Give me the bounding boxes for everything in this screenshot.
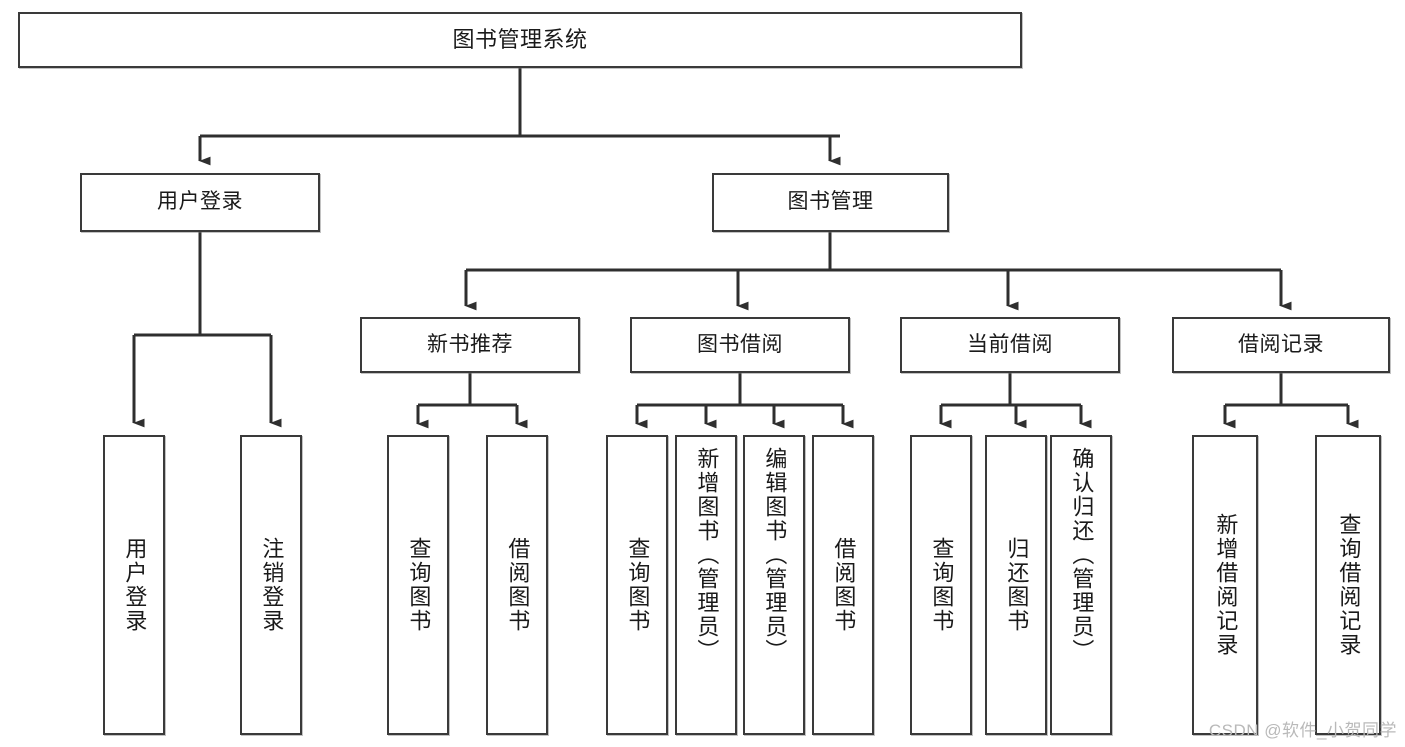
leaf-add-book-admin[interactable]: 新增图书（管理员）: [675, 435, 737, 735]
node-current-borrow[interactable]: 当前借阅: [900, 317, 1120, 373]
node-root-label: 图书管理系统: [452, 26, 588, 52]
leaf-return-book-label: 归还图书: [1004, 537, 1030, 633]
node-current-borrow-label: 当前借阅: [967, 332, 1053, 356]
node-root[interactable]: 图书管理系统: [18, 12, 1022, 68]
leaf-current-query-book-label: 查询图书: [929, 537, 955, 633]
leaf-edit-book-admin[interactable]: 编辑图书（管理员）: [743, 435, 805, 735]
leaf-add-book-admin-label: 新增图书（管理员）: [694, 447, 720, 663]
leaf-user-logout-label: 注销登录: [259, 537, 285, 633]
leaf-user-login[interactable]: 用户登录: [103, 435, 165, 735]
leaf-borrow-query-book[interactable]: 查询图书: [606, 435, 668, 735]
leaf-new-book-query[interactable]: 查询图书: [387, 435, 449, 735]
node-new-book-recommend[interactable]: 新书推荐: [360, 317, 580, 373]
leaf-query-borrow-record[interactable]: 查询借阅记录: [1315, 435, 1381, 735]
leaf-new-book-borrow[interactable]: 借阅图书: [486, 435, 548, 735]
node-borrow-record[interactable]: 借阅记录: [1172, 317, 1390, 373]
leaf-add-borrow-record[interactable]: 新增借阅记录: [1192, 435, 1258, 735]
leaf-current-query-book[interactable]: 查询图书: [910, 435, 972, 735]
node-new-book-recommend-label: 新书推荐: [427, 332, 513, 356]
leaf-return-book[interactable]: 归还图书: [985, 435, 1047, 735]
leaf-borrow-book-label: 借阅图书: [831, 537, 857, 633]
node-book-borrow[interactable]: 图书借阅: [630, 317, 850, 373]
leaf-user-login-label: 用户登录: [122, 537, 148, 633]
node-user-login[interactable]: 用户登录: [80, 173, 320, 232]
leaf-new-book-query-label: 查询图书: [406, 537, 432, 633]
node-book-management-label: 图书管理: [787, 190, 874, 214]
leaf-new-book-borrow-label: 借阅图书: [505, 537, 531, 633]
leaf-user-logout[interactable]: 注销登录: [240, 435, 302, 735]
leaf-confirm-return-admin-label: 确认归还（管理员）: [1069, 447, 1095, 663]
leaf-borrow-book[interactable]: 借阅图书: [812, 435, 874, 735]
node-borrow-record-label: 借阅记录: [1238, 332, 1324, 356]
node-book-borrow-label: 图书借阅: [697, 332, 783, 356]
leaf-add-borrow-record-label: 新增借阅记录: [1213, 513, 1239, 657]
node-user-login-label: 用户登录: [157, 190, 243, 214]
leaf-edit-book-admin-label: 编辑图书（管理员）: [762, 447, 788, 663]
leaf-confirm-return-admin[interactable]: 确认归还（管理员）: [1050, 435, 1112, 735]
node-book-management[interactable]: 图书管理: [712, 173, 949, 232]
leaf-query-borrow-record-label: 查询借阅记录: [1336, 513, 1362, 657]
leaf-borrow-query-book-label: 查询图书: [625, 537, 651, 633]
watermark-text: CSDN @软件_小贺同学: [1208, 721, 1397, 740]
